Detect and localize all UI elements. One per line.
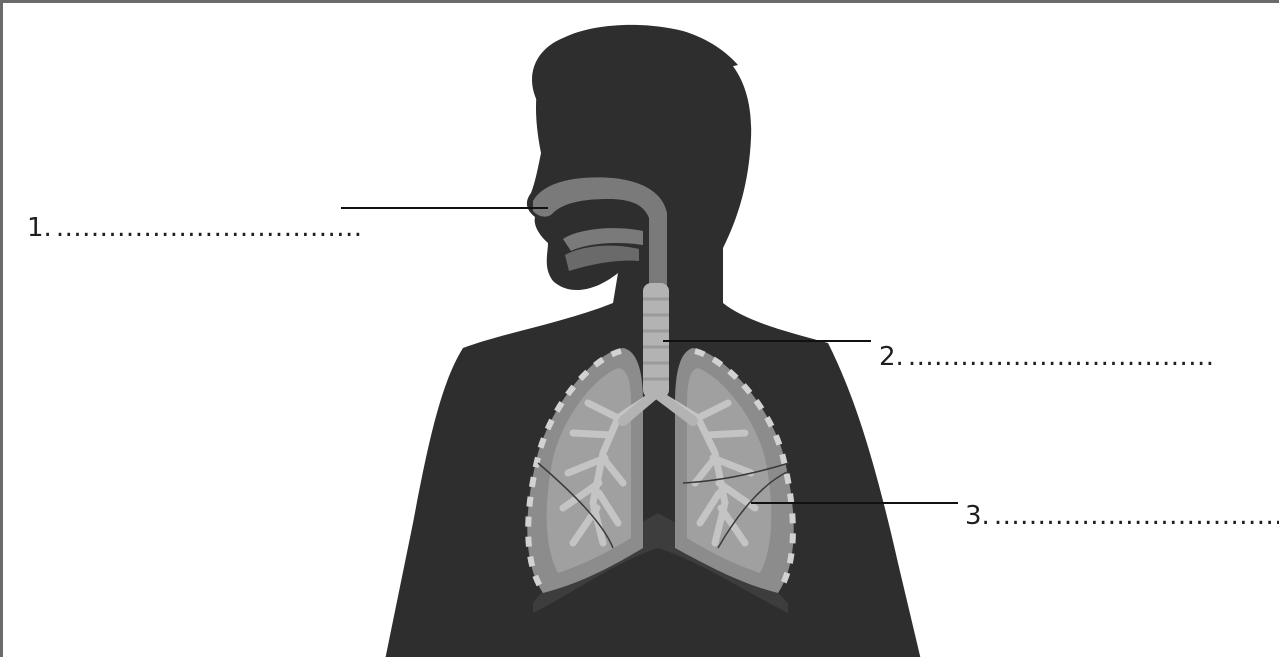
label-1-number: 1. xyxy=(27,213,52,243)
label-2-blank[interactable]: ................................... xyxy=(908,342,1215,372)
label-2-number: 2. xyxy=(879,342,904,372)
label-3: 3.................................... xyxy=(965,503,1279,529)
label-1: 1.................................... xyxy=(27,215,363,241)
label-2: 2.................................... xyxy=(879,344,1215,370)
respiratory-system-diagram xyxy=(3,3,1279,657)
label-3-number: 3. xyxy=(965,501,990,531)
label-3-blank[interactable]: ................................... xyxy=(994,501,1279,531)
label-1-blank[interactable]: ................................... xyxy=(56,213,363,243)
